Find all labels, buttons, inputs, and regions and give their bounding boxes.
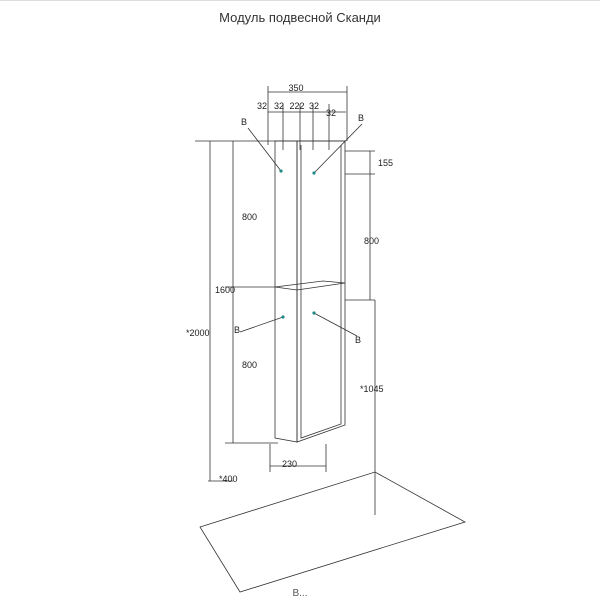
dim-32-b: 32 — [274, 101, 284, 111]
label-b-top-right: B — [358, 113, 364, 123]
dim-1045: *1045 — [360, 384, 384, 394]
dim-32-c: 32 — [309, 101, 319, 111]
dim-800-right-top: 800 — [364, 236, 379, 246]
dim-32-a: 32 — [257, 101, 267, 111]
dim-155: 155 — [378, 158, 393, 168]
footer-text: В... — [292, 588, 308, 599]
mount-point-bottom-left — [281, 315, 285, 319]
dim-222: 222 — [289, 101, 304, 111]
dim-32-d: 32 — [326, 108, 336, 118]
dim-2000: *2000 — [186, 328, 210, 338]
dim-width-350: 350 — [288, 83, 303, 93]
cabinet-side — [296, 140, 346, 443]
dim-400: *400 — [219, 474, 238, 484]
middle-shelf — [274, 280, 346, 291]
mount-point-top-right — [312, 171, 316, 175]
floor-outline — [199, 471, 467, 593]
mount-point-bottom-right — [312, 311, 316, 315]
label-b-top-left: B — [241, 117, 247, 127]
cabinet-inner — [300, 145, 342, 439]
dim-800-left-bottom: 800 — [242, 360, 257, 370]
top-rule — [0, 0, 600, 1]
dim-230: 230 — [282, 459, 297, 469]
cabinet-front — [274, 140, 298, 443]
label-b-bottom-right: B — [355, 335, 361, 345]
dim-800-left-top: 800 — [242, 212, 257, 222]
dim-1600: 1600 — [215, 285, 235, 295]
drawing-title: Модуль подвесной Сканди — [219, 10, 381, 25]
mount-point-top-left — [279, 169, 283, 173]
label-b-bottom-left: B — [234, 325, 240, 335]
